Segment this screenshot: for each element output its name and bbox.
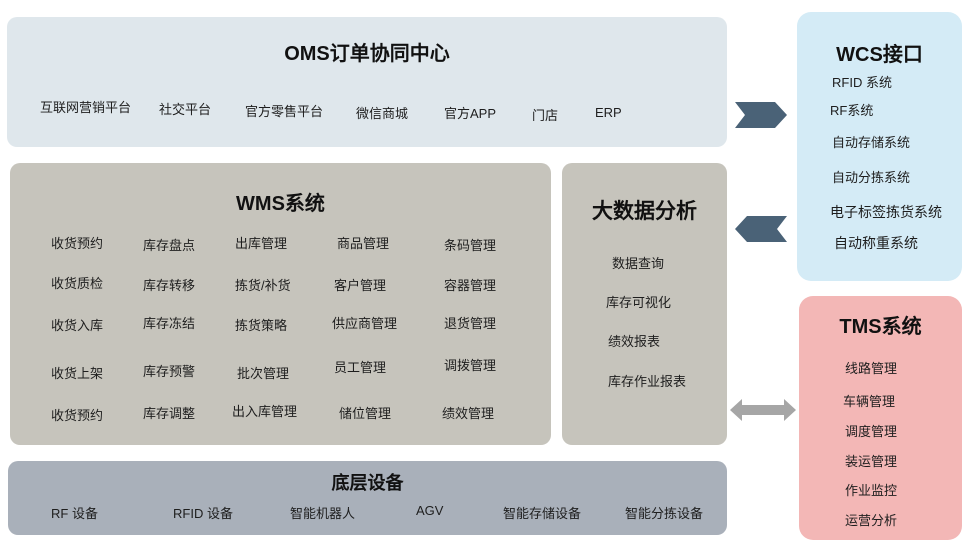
wcs-item: 自动分拣系统 (832, 170, 911, 185)
wms-function: 绩效管理 (442, 406, 495, 421)
wms-function: 条码管理 (444, 238, 497, 253)
oms-item: 官方APP (444, 106, 497, 121)
oms-panel: OMS订单协同中心 互联网营销平台 社交平台 官方零售平台 微信商城 官方APP… (7, 17, 727, 147)
wms-function: 库存调整 (143, 406, 196, 421)
wms-function: 客户管理 (334, 278, 387, 293)
tms-item: 运营分析 (845, 513, 898, 528)
tms-panel: TMS系统 线路管理 车辆管理 调度管理 装运管理 作业监控 运营分析 (799, 296, 962, 540)
wcs-item: RFID 系统 (832, 75, 892, 90)
oms-item: 门店 (532, 108, 559, 123)
wcs-item: 电子标签拣货系统 (830, 204, 942, 220)
tms-item: 调度管理 (845, 424, 898, 439)
wms-function: 收货上架 (51, 366, 104, 381)
oms-item: 社交平台 (159, 102, 212, 117)
chevron-right-arrow-icon (735, 102, 787, 128)
wms-function: 商品管理 (337, 236, 390, 251)
wms-function: 出库管理 (235, 236, 288, 251)
wms-function: 库存预警 (143, 364, 196, 379)
wms-function: 收货预约 (51, 236, 104, 251)
tms-item: 线路管理 (845, 361, 898, 376)
device-item: 智能存储设备 (503, 506, 582, 521)
wcs-item: RF系统 (830, 103, 874, 118)
wms-function: 出入库管理 (232, 404, 298, 419)
wcs-item: 自动称重系统 (834, 235, 918, 251)
oms-item: ERP (595, 105, 622, 120)
wcs-title: WCS接口 (836, 44, 923, 66)
chevron-left-arrow-icon (735, 216, 787, 242)
oms-title: OMS订单协同中心 (284, 43, 450, 65)
wms-function: 收货预约 (51, 408, 104, 423)
tms-item: 装运管理 (845, 454, 898, 469)
wms-function: 库存盘点 (143, 238, 196, 253)
double-arrow-icon (730, 399, 796, 421)
device-item: 智能机器人 (290, 506, 356, 521)
wms-function: 批次管理 (237, 366, 290, 381)
devices-title: 底层设备 (331, 473, 404, 493)
analytics-item: 库存作业报表 (608, 374, 687, 389)
wms-function: 拣货/补货 (235, 278, 291, 293)
tms-title: TMS系统 (839, 316, 922, 338)
analytics-item: 绩效报表 (608, 334, 661, 349)
oms-item: 微信商城 (356, 106, 409, 121)
analytics-title: 大数据分析 (592, 200, 697, 223)
wms-function: 库存转移 (143, 278, 196, 293)
tms-item: 车辆管理 (843, 394, 896, 409)
wms-function: 员工管理 (334, 360, 387, 375)
wms-function: 库存冻结 (143, 316, 196, 331)
tms-item: 作业监控 (845, 483, 898, 498)
devices-panel: 底层设备 RF 设备 RFID 设备 智能机器人 AGV 智能存储设备 智能分拣… (8, 461, 727, 535)
wms-function: 调拨管理 (444, 358, 497, 373)
oms-item: 互联网营销平台 (40, 100, 132, 115)
wms-panel: WMS系统 收货预约 库存盘点 出库管理 商品管理 条码管理 收货质检 库存转移… (10, 163, 551, 445)
analytics-item: 库存可视化 (606, 295, 672, 310)
analytics-item: 数据查询 (612, 256, 665, 271)
wms-function: 容器管理 (444, 278, 497, 293)
wms-function: 储位管理 (339, 406, 392, 421)
wcs-item: 自动存储系统 (832, 135, 911, 150)
device-item: RFID 设备 (173, 506, 233, 521)
wms-function: 收货质检 (51, 276, 104, 291)
device-item: RF 设备 (51, 506, 98, 521)
wms-function: 退货管理 (444, 316, 497, 331)
oms-item: 官方零售平台 (245, 104, 324, 119)
wms-function: 供应商管理 (332, 316, 398, 331)
wms-function: 收货入库 (51, 318, 104, 333)
wcs-panel: WCS接口 RFID 系统 RF系统 自动存储系统 自动分拣系统 电子标签拣货系… (797, 12, 962, 281)
analytics-panel: 大数据分析 数据查询 库存可视化 绩效报表 库存作业报表 (562, 163, 727, 445)
wms-function: 拣货策略 (235, 318, 288, 333)
wms-title: WMS系统 (236, 193, 325, 215)
device-item: 智能分拣设备 (625, 506, 704, 521)
device-item: AGV (416, 503, 444, 518)
